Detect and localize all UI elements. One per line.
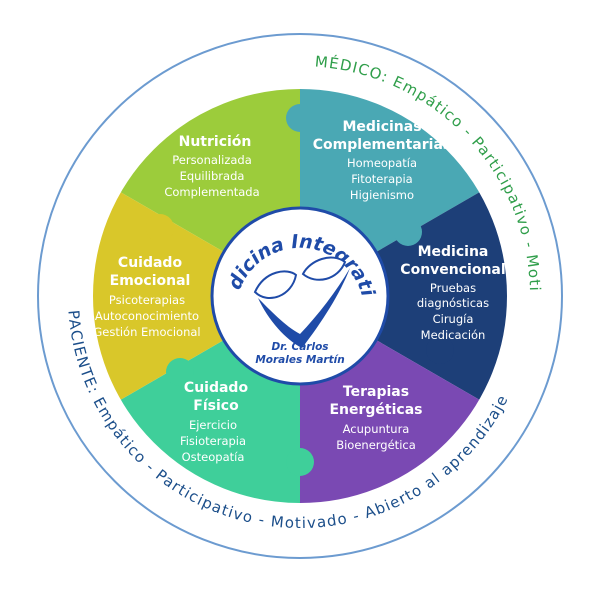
segment-title-convencional-1: Medicina bbox=[418, 244, 489, 260]
segment-title-complementarias-2: Complementarias bbox=[313, 137, 451, 153]
segment-item-nutricion-3: Complementada bbox=[164, 185, 259, 199]
segment-title-nutricion: Nutrición bbox=[179, 134, 252, 150]
segment-item-emocional-3: Gestión Emocional bbox=[93, 325, 200, 339]
segment-item-fisico-2: Fisioterapia bbox=[180, 434, 246, 448]
wheel-border bbox=[91, 87, 509, 505]
center-doctor-line2: Morales Martín bbox=[255, 354, 344, 366]
segment-item-complementarias-1: Homeopatía bbox=[347, 156, 417, 170]
segment-item-complementarias-3: Higienismo bbox=[350, 188, 414, 202]
puzzle-knob-bottom bbox=[286, 448, 314, 476]
puzzle-knob-left-low bbox=[166, 358, 194, 386]
segment-item-nutricion-2: Equilibrada bbox=[180, 169, 245, 183]
segment-convencional bbox=[300, 178, 508, 414]
puzzle-knob-right-low bbox=[426, 336, 454, 364]
segment-title-complementarias-1: Medicinas bbox=[342, 119, 421, 135]
segment-item-convencional-1: Pruebas bbox=[430, 281, 476, 295]
leaf-right bbox=[301, 256, 347, 281]
segment-title-emocional-1: Cuidado bbox=[118, 255, 183, 271]
segment-labels: Nutrición Personalizada Equilibrada Comp… bbox=[93, 119, 505, 464]
center-doctor-line1: Dr. Carlos bbox=[271, 341, 328, 353]
segment-title-fisico-2: Físico bbox=[193, 398, 239, 414]
segment-title-energeticas-1: Terapias bbox=[343, 384, 409, 400]
segment-item-energeticas-1: Acupuntura bbox=[343, 422, 410, 436]
center-circle bbox=[210, 206, 390, 386]
puzzle-knob-top bbox=[286, 104, 314, 132]
segment-emocional bbox=[92, 178, 300, 414]
segment-title-fisico-1: Cuidado bbox=[184, 380, 249, 396]
segment-title-convencional-2: Convencional bbox=[400, 262, 505, 278]
segment-item-complementarias-2: Fitoterapia bbox=[351, 172, 412, 186]
segment-title-energeticas-2: Energéticas bbox=[329, 402, 422, 418]
segment-item-convencional-3: Cirugía bbox=[433, 312, 474, 326]
segment-item-fisico-1: Ejercicio bbox=[189, 418, 237, 432]
leaf-left bbox=[253, 270, 298, 300]
segment-item-emocional-2: Autoconocimiento bbox=[95, 309, 199, 323]
puzzle-knob-right bbox=[394, 218, 422, 246]
leaves-check-icon bbox=[253, 256, 350, 348]
segment-item-energeticas-2: Bioenergética bbox=[336, 438, 416, 452]
check-mark bbox=[258, 268, 350, 348]
segment-item-convencional-2: diagnósticas bbox=[417, 296, 489, 310]
segment-item-emocional-1: Psicoterapias bbox=[109, 293, 185, 307]
segment-item-convencional-4: Medicación bbox=[421, 328, 486, 342]
segment-item-fisico-3: Osteopatía bbox=[182, 450, 245, 464]
puzzle-knob-left bbox=[146, 214, 174, 242]
segment-title-emocional-2: Emocional bbox=[110, 273, 191, 289]
segment-item-nutricion-1: Personalizada bbox=[172, 153, 252, 167]
